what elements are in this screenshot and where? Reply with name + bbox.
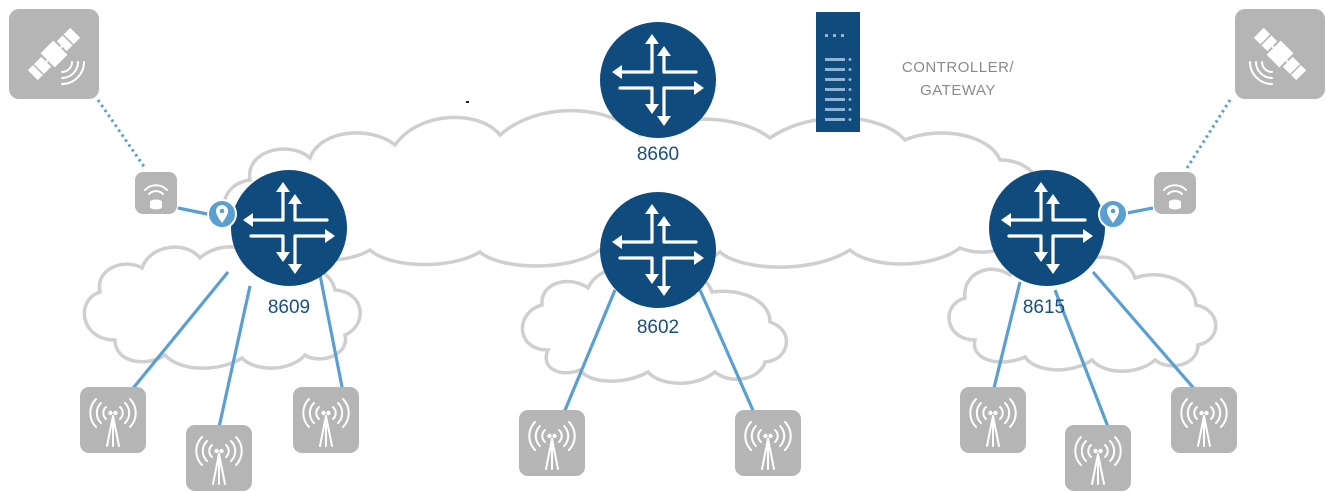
server-rack-icon	[825, 34, 852, 121]
cell-tower-7	[1064, 424, 1132, 492]
cell-tower-icon	[1064, 424, 1132, 492]
satellite-icon	[1234, 8, 1326, 100]
location-pin-icon	[1098, 199, 1128, 229]
cell-tower-1	[79, 386, 147, 454]
cell-tower-3	[292, 386, 360, 454]
controller-label-line1: CONTROLLER/	[902, 59, 1015, 76]
core-cloud	[222, 108, 1042, 270]
cell-tower-icon	[734, 409, 802, 477]
wifi-node-left	[134, 171, 178, 215]
satellite-left	[8, 8, 100, 100]
right-satellite-link	[1185, 99, 1232, 169]
satellite-right	[1234, 8, 1326, 100]
cell-tower-icon	[959, 386, 1027, 454]
cell-tower-icon	[185, 424, 253, 492]
router-label-8602: 8602	[637, 317, 679, 338]
wifi-router-icon	[1153, 171, 1197, 215]
cell-tower-4	[518, 409, 586, 477]
router-label-8609: 8609	[268, 297, 310, 318]
cell-tower-icon	[518, 409, 586, 477]
controller-label-line2: GATEWAY	[920, 82, 996, 99]
location-pin-icon	[207, 199, 237, 229]
cell-tower-icon	[1170, 386, 1238, 454]
router-label-8615: 8615	[1023, 297, 1065, 318]
left-satellite-link	[96, 99, 147, 169]
stray-dot	[466, 101, 469, 103]
cell-tower-2	[185, 424, 253, 492]
controller-server	[816, 12, 860, 132]
cell-tower-icon	[79, 386, 147, 454]
router-8609	[231, 170, 347, 286]
location-pin-left	[207, 199, 237, 229]
cell-tower-icon	[292, 386, 360, 454]
location-pin-right	[1098, 199, 1128, 229]
satellite-icon	[8, 8, 100, 100]
router-8660	[600, 22, 716, 138]
access-links	[128, 206, 1199, 433]
router-8602	[600, 192, 716, 308]
cell-tower-6	[959, 386, 1027, 454]
router-label-8660: 8660	[637, 144, 679, 165]
wifi-router-icon	[134, 171, 178, 215]
cell-tower-5	[734, 409, 802, 477]
wifi-node-right	[1153, 171, 1197, 215]
cell-tower-8	[1170, 386, 1238, 454]
router-8615	[989, 170, 1105, 286]
right-cloud	[947, 253, 1218, 373]
